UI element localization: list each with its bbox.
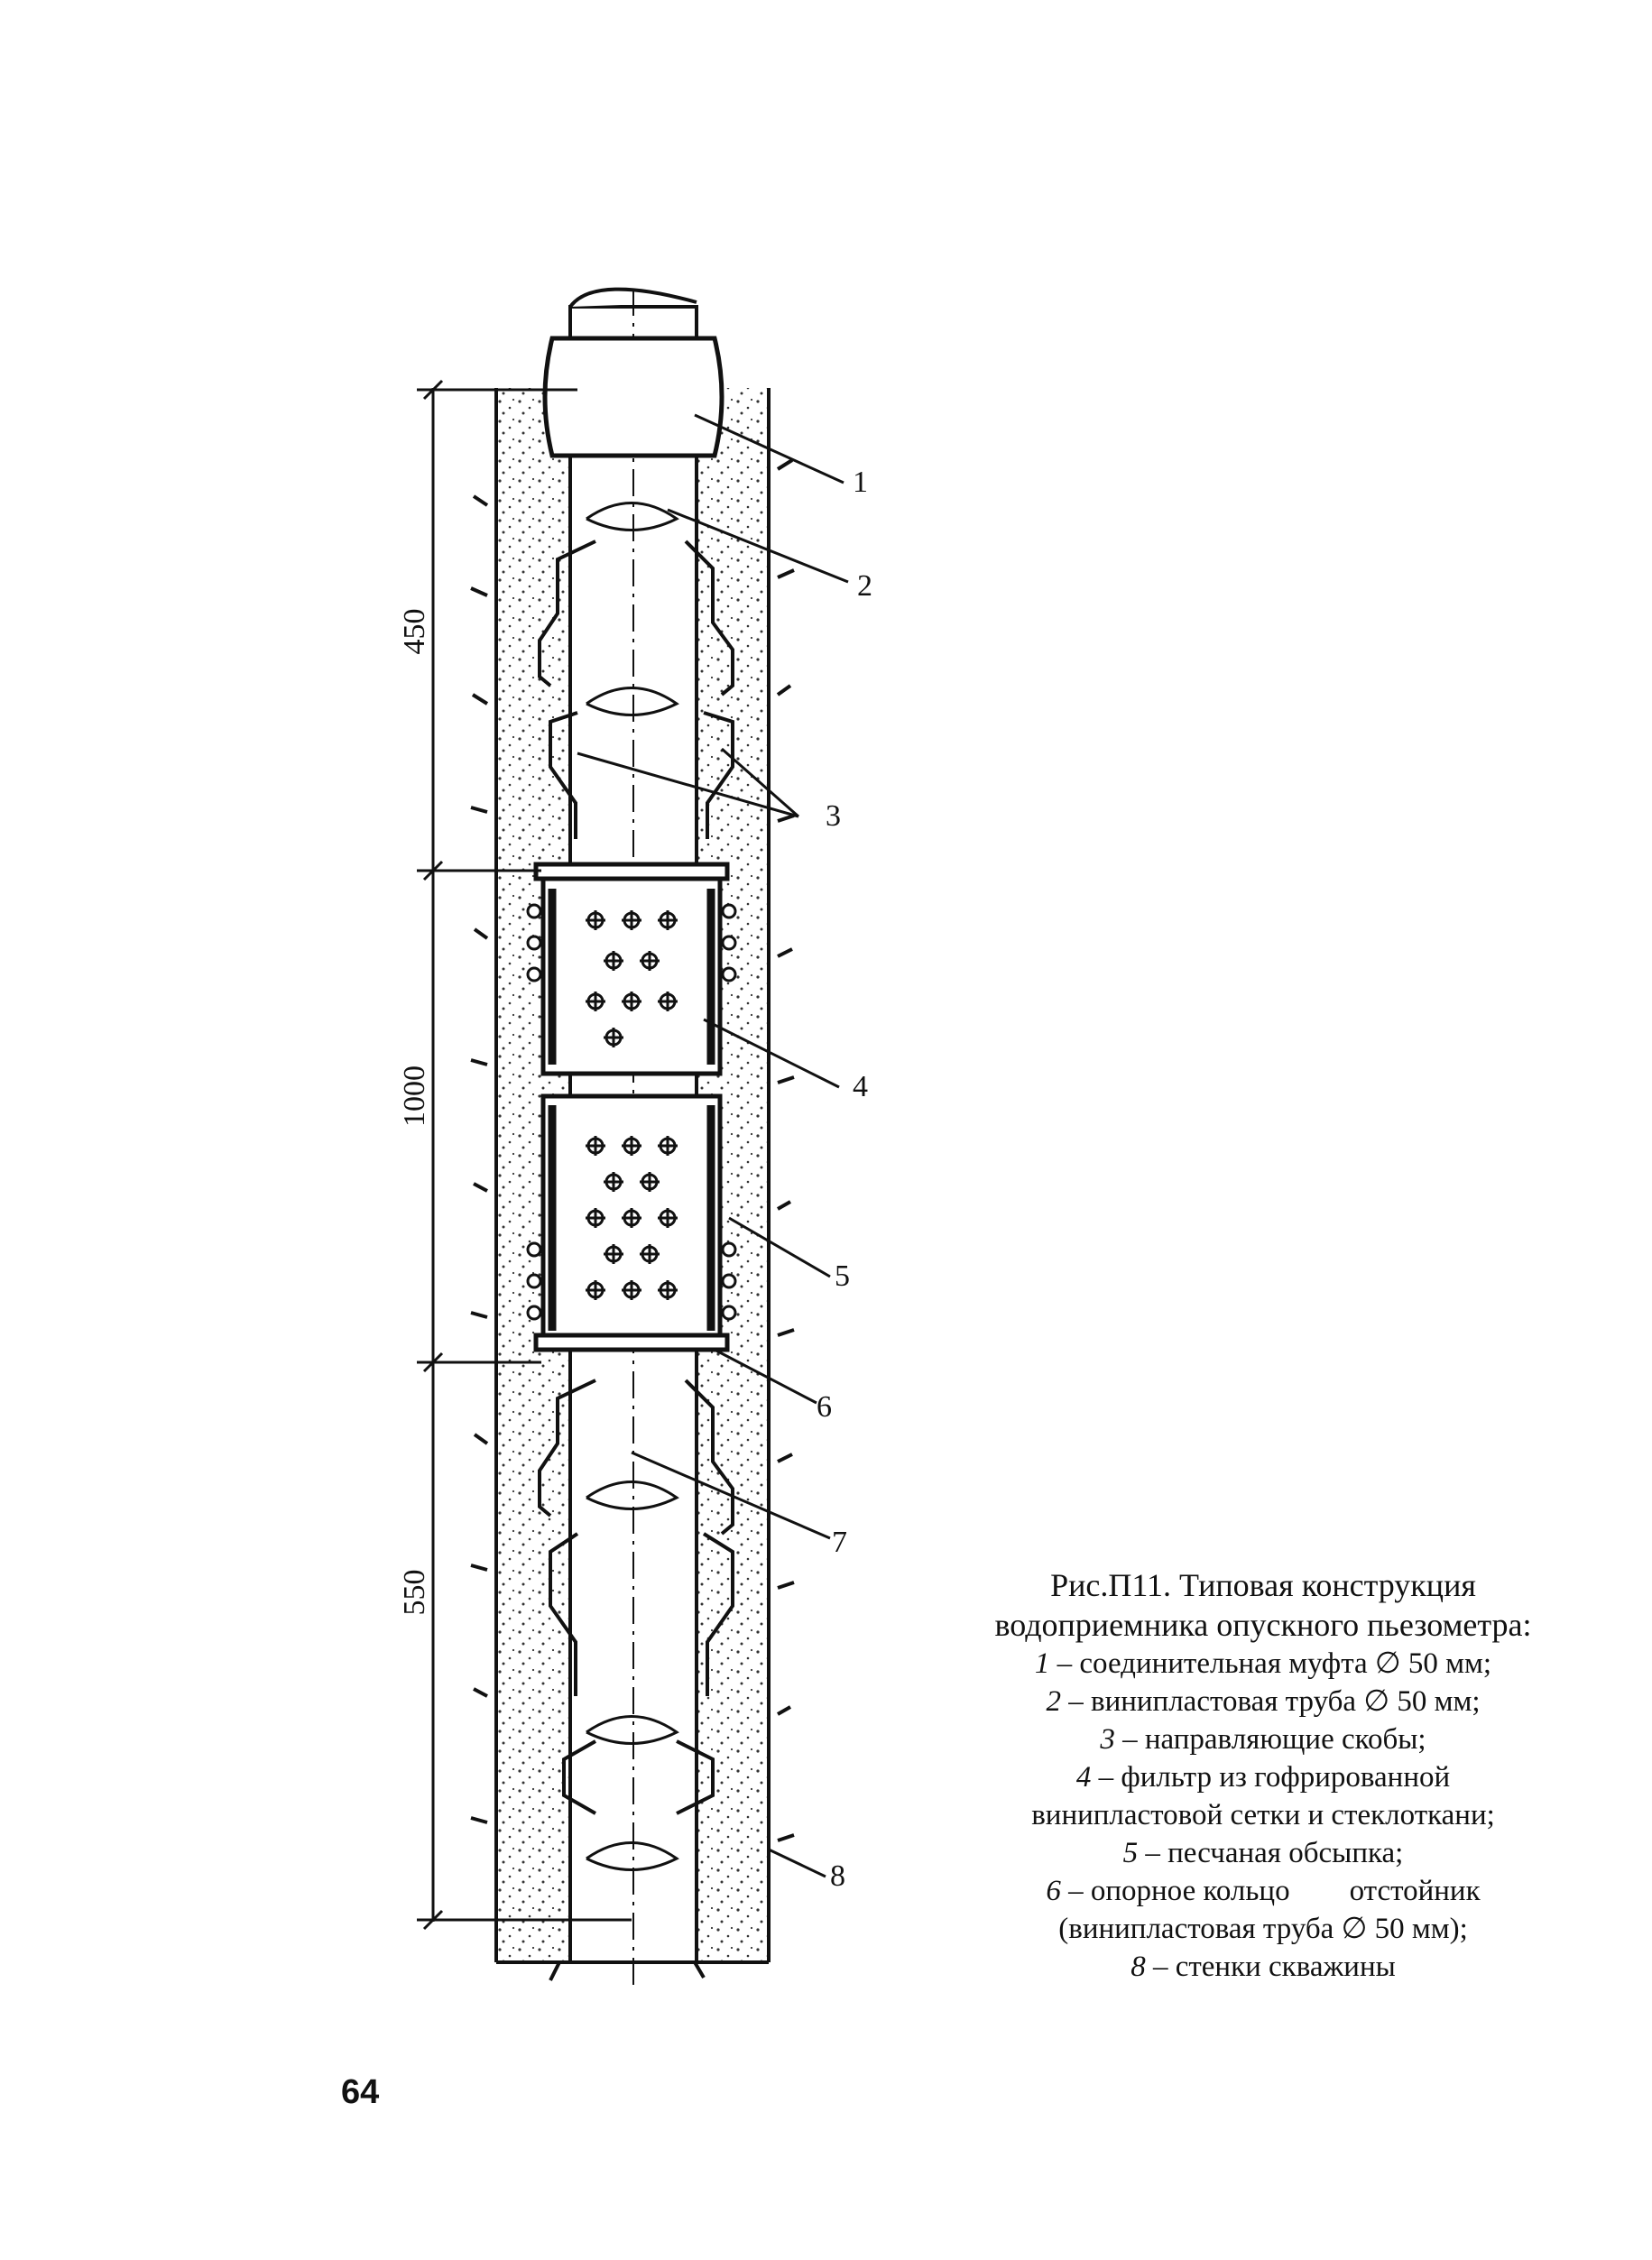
caption-item-text: – опорное кольцо отстойник [1068,1875,1481,1907]
callout-4: 4 [853,1070,868,1103]
filter-perforations [586,910,678,1300]
filter-sections [540,872,723,1342]
callout-1: 1 [853,466,868,499]
callout-3: 3 [826,799,841,833]
callout-2: 2 [857,569,872,603]
dimension-550: 550 [398,1570,431,1616]
caption-item: 2 – винипластовая труба ∅ 50 мм; [938,1683,1588,1720]
dimension-lines [417,379,632,1931]
caption-item: (винипластовая труба ∅ 50 мм); [938,1910,1588,1948]
coupling [542,336,724,458]
caption-item: 4 – фильтр из гофрированной [938,1758,1588,1796]
dimension-450: 450 [398,609,431,655]
caption-item-text: – винипластовая труба ∅ 50 мм; [1068,1685,1481,1718]
callout-5: 5 [835,1259,850,1293]
callout-6: 6 [817,1390,832,1424]
caption-title-line-2: водоприемника опускного пьезометра: [994,1607,1532,1643]
caption-item: 8 – стенки скважины [938,1948,1588,1986]
caption-item-number: 4 [1075,1761,1092,1794]
caption-item-text: – стенки скважины [1152,1951,1396,1983]
leader-lines [577,413,849,1878]
figure-caption: Рис.П11. Типовая конструкция водоприемни… [938,1565,1588,1986]
outer-wire-beads [526,903,737,1321]
caption-item-text: – направляющие скобы; [1122,1723,1426,1756]
borehole-walls [470,388,795,1981]
caption-item: винипластовой сетки и стеклоткани; [938,1796,1588,1834]
caption-item-number: 2 [1046,1685,1061,1718]
caption-item-text: – песчаная обсыпка; [1145,1837,1404,1869]
page-number: 64 [341,2073,380,2111]
caption-item-text: – соединительная муфта ∅ 50 мм; [1057,1647,1492,1680]
caption-item-number: 3 [1100,1723,1115,1756]
caption-item-number: 5 [1122,1837,1139,1869]
caption-item: 6 – опорное кольцо отстойник [938,1872,1588,1910]
dimension-1000: 1000 [398,1065,431,1127]
caption-item: 5 – песчаная обсыпка; [938,1834,1588,1872]
caption-title-line-1: Рис.П11. Типовая конструкция [1050,1567,1476,1603]
caption-item-number: 8 [1131,1951,1146,1983]
support-rings [533,862,730,1352]
caption-item-text: винипластовой сетки и стеклоткани; [1031,1799,1495,1831]
caption-item-number: 1 [1034,1647,1050,1680]
caption-item-text: (винипластовая труба ∅ 50 мм); [1058,1913,1468,1945]
filter-mesh-edges [548,889,715,1331]
caption-item-text: – фильтр из гофрированной [1098,1761,1451,1794]
guide-clips [538,540,734,1815]
caption-item: 3 – направляющие скобы; [938,1720,1588,1758]
callout-8: 8 [830,1859,845,1893]
caption-item-number: 6 [1046,1875,1061,1907]
callout-7: 7 [832,1526,847,1559]
caption-item: 1 – соединительная муфта ∅ 50 мм; [938,1645,1588,1683]
